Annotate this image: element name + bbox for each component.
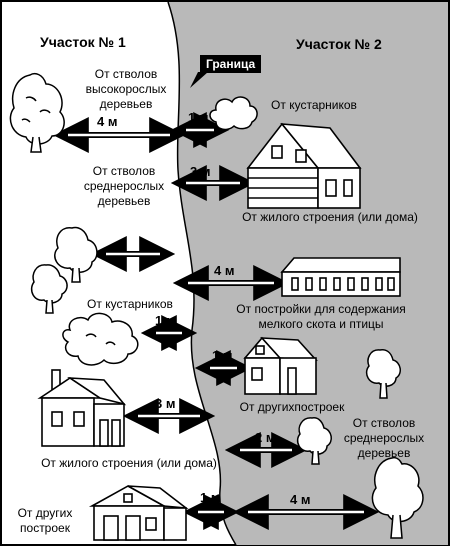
label-house-right: От жилого строения (или дома) (242, 210, 418, 224)
label-medium-trees-right: От стволов среднерослых деревьев (343, 416, 425, 460)
outbuilding-icon-right (243, 336, 318, 395)
medium-tree-icon-right-1 (365, 349, 401, 399)
distance-medium-trees-right: 2 м (255, 430, 276, 445)
distance-shrubs-left: 1 м (155, 313, 176, 328)
arrow-inner-lines (68, 128, 364, 514)
distance-house-right: 3 м (190, 164, 211, 179)
label-shrubs-left: От кустарников (87, 297, 173, 311)
tall-tree-icon (9, 72, 65, 153)
shrub-icon-left (62, 312, 139, 366)
plot2-title: Участок № 2 (296, 36, 382, 52)
medium-tree-icon-right-2 (296, 417, 332, 465)
distance-outbuildings-right-far: 4 м (290, 492, 311, 507)
label-shrubs-right: От кустарников (271, 98, 357, 112)
distance-tall-trees: 4 м (97, 114, 118, 129)
shrub-icon-right (209, 96, 258, 131)
label-medium-trees-left: От стволов среднерослых деревьев (83, 164, 165, 208)
distance-livestock: 4 м (214, 263, 235, 278)
label-tall-trees: От стволов высокорослых деревьев (85, 67, 167, 111)
label-outbuildings-left: От других построек (17, 506, 73, 535)
medium-tree-icon-left-2 (30, 264, 68, 314)
outbuilding-icon-left (88, 485, 189, 541)
border-tag: Граница (200, 55, 262, 73)
house-icon-left (37, 369, 127, 447)
border-line (167, 1, 237, 546)
distance-outbuildings-right: 1 м (212, 348, 233, 363)
medium-tree-icon-left-1 (54, 226, 98, 283)
label-house-left: От жилого строения (или дома) (41, 456, 217, 470)
tall-tree-icon-right (371, 456, 424, 539)
livestock-building-icon (280, 257, 401, 297)
border-tag-pointer (190, 72, 208, 88)
plot1-title: Участок № 1 (40, 34, 126, 50)
label-livestock: От постройки для содержания мелкого скот… (236, 302, 406, 331)
distance-shrubs-right: 1 м (188, 110, 209, 125)
distance-house-left: 3 м (155, 396, 176, 411)
house-icon-right (246, 122, 362, 209)
distance-outbuildings-left: 1 м (200, 490, 221, 505)
label-outbuildings-right: От другихпостроек (239, 400, 345, 414)
